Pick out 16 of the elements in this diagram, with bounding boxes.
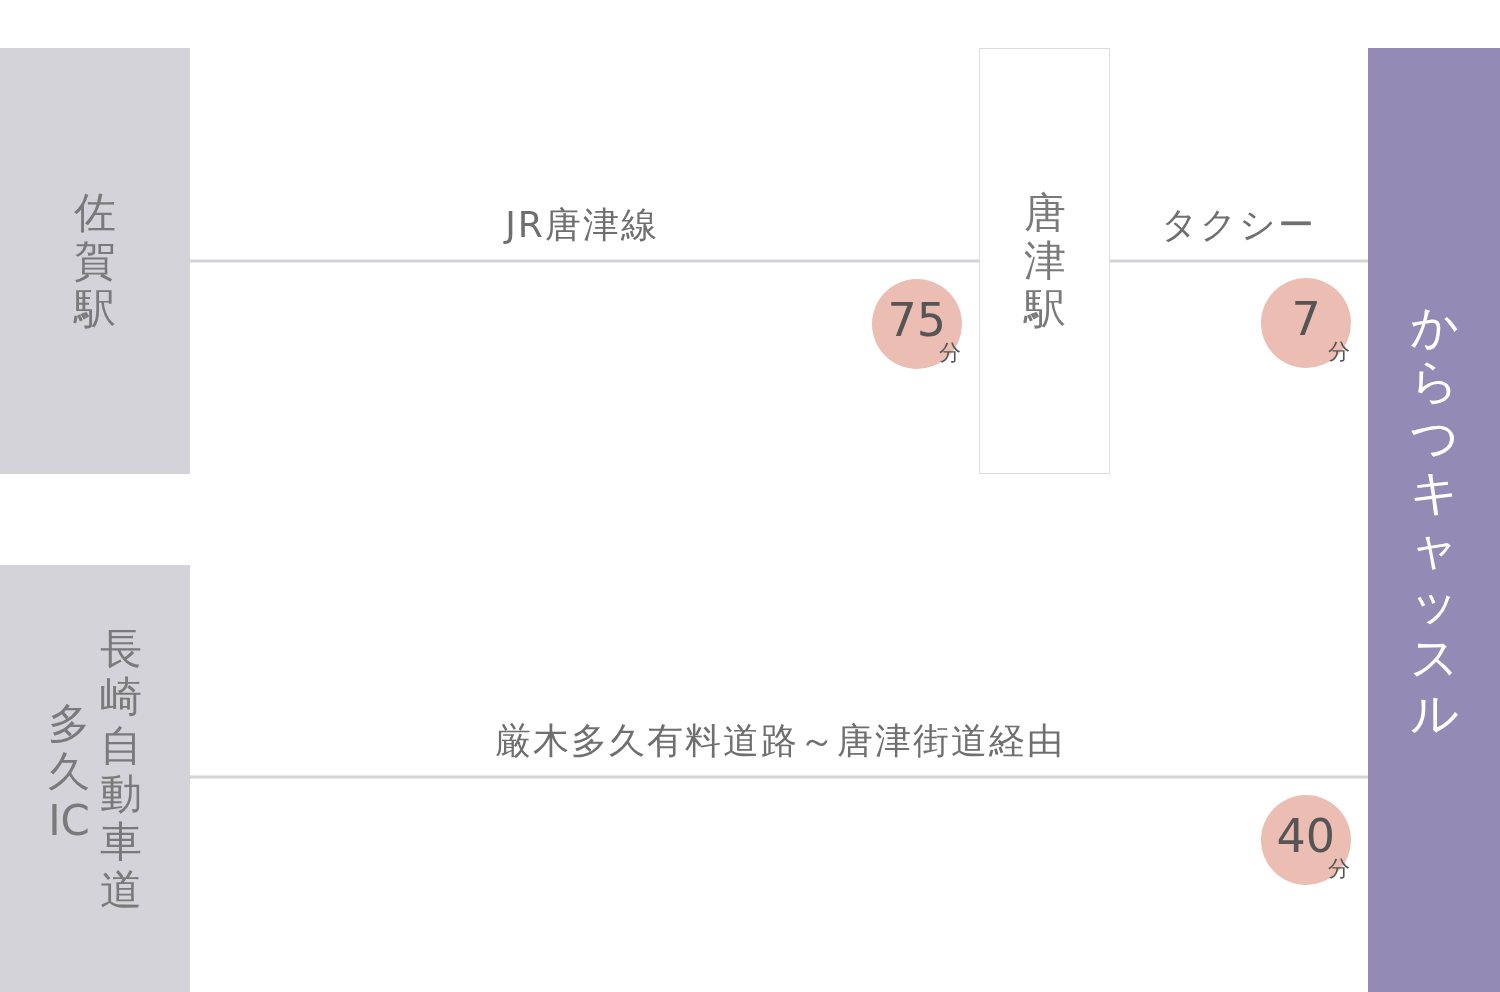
route-line [1110,259,1368,263]
station-box [0,48,190,474]
duration-number: 7 [1291,292,1321,346]
station-box [979,48,1110,474]
minute-unit: 分 [1328,855,1350,883]
vertical-label: 唐津駅 [1023,188,1066,334]
vertical-label: 長崎自動車道 [100,625,142,915]
vertical-label: 多久IC [48,700,90,845]
route-line [190,775,1368,779]
vertical-label: 佐賀駅 [74,188,116,334]
interchange-box [0,565,190,992]
minute-unit: 分 [939,339,961,367]
destination-box [1368,48,1500,992]
minute-unit: 分 [1328,338,1350,366]
route-line [190,259,979,263]
vertical-label: からつキャッスル [1410,299,1458,741]
